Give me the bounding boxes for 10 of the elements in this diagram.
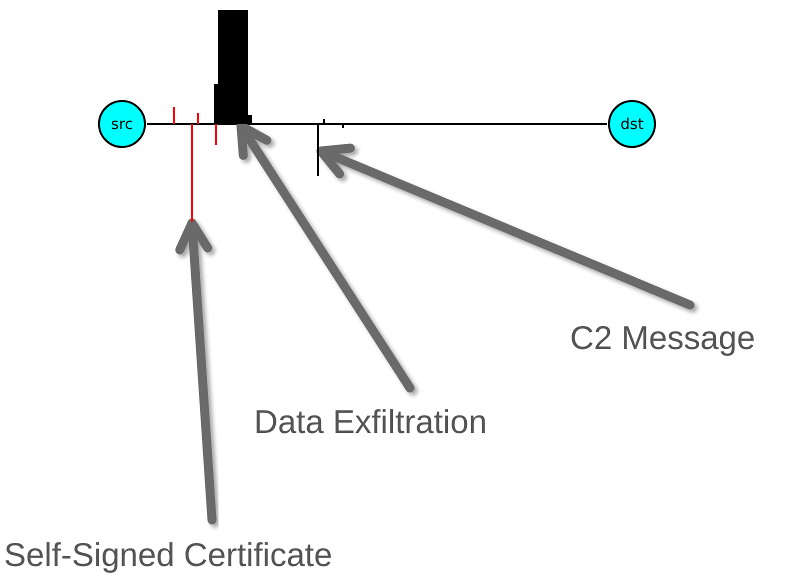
annotation-text: Self-Signed Certificate <box>4 535 384 575</box>
annotation-text: Data Exfiltration <box>254 402 544 442</box>
traffic-line <box>147 107 607 145</box>
host-circle: dst <box>608 100 656 148</box>
callout-arrow <box>236 122 414 392</box>
callout-arrow <box>175 218 216 524</box>
traffic-bar <box>214 10 252 124</box>
callout-arrow <box>316 144 694 310</box>
annotation-text: C2 Message <box>570 318 798 358</box>
host-circle: src <box>98 100 146 148</box>
